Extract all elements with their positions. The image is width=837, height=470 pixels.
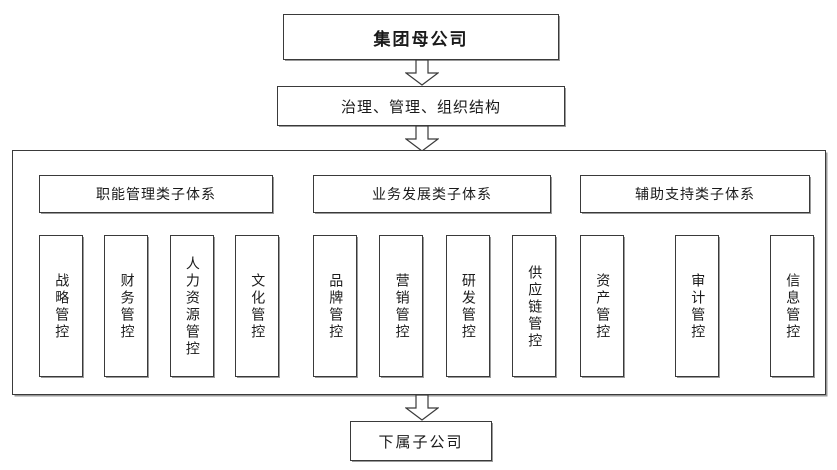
group-functional-management-items: 战略管控 财务管控 人力资源管控 文化管控 bbox=[39, 235, 279, 377]
group-auxiliary-support-header: 辅助支持类子体系 bbox=[580, 175, 810, 213]
item-box: 供应链管控 bbox=[511, 235, 556, 377]
item-box: 财务管控 bbox=[104, 235, 149, 377]
group-header-label: 辅助支持类子体系 bbox=[635, 187, 755, 203]
item-box: 研发管控 bbox=[445, 235, 490, 377]
item-box: 品牌管控 bbox=[313, 235, 357, 377]
item-label: 信息管控 bbox=[784, 273, 801, 341]
item-label: 资产管控 bbox=[594, 273, 611, 341]
item-box: 营销管控 bbox=[379, 235, 424, 377]
item-label: 品牌管控 bbox=[327, 273, 344, 341]
item-box: 信息管控 bbox=[770, 235, 814, 377]
group-functional-management-header: 职能管理类子体系 bbox=[39, 175, 273, 213]
item-box: 文化管控 bbox=[234, 235, 279, 377]
item-label: 研发管控 bbox=[459, 273, 476, 341]
item-label: 财务管控 bbox=[118, 273, 135, 341]
node-governance-management-structure: 治理、管理、组织结构 bbox=[277, 86, 565, 126]
node-subsidiary-company: 下属子公司 bbox=[350, 421, 492, 461]
group-business-development-header: 业务发展类子体系 bbox=[313, 175, 551, 213]
down-block-arrow-icon-3 bbox=[405, 395, 439, 421]
item-label: 人力资源管控 bbox=[183, 256, 200, 358]
down-block-arrow-icon-2 bbox=[405, 126, 439, 152]
item-box: 审计管控 bbox=[675, 235, 719, 377]
item-box: 资产管控 bbox=[580, 235, 624, 377]
node-group-parent-company-label: 集团母公司 bbox=[373, 29, 469, 50]
item-box: 人力资源管控 bbox=[169, 235, 214, 377]
item-label: 审计管控 bbox=[689, 273, 706, 341]
item-label: 供应链管控 bbox=[526, 264, 543, 350]
group-auxiliary-support: 辅助支持类子体系 资产管控 审计管控 信息管控 bbox=[580, 151, 822, 394]
item-label: 战略管控 bbox=[53, 273, 70, 341]
group-auxiliary-support-items: 资产管控 审计管控 信息管控 bbox=[580, 235, 814, 377]
node-governance-management-structure-label: 治理、管理、组织结构 bbox=[340, 97, 501, 116]
group-header-label: 职能管理类子体系 bbox=[96, 187, 216, 203]
down-block-arrow-icon-1 bbox=[405, 60, 439, 86]
item-box: 战略管控 bbox=[39, 235, 83, 377]
group-business-development-items: 品牌管控 营销管控 研发管控 供应链管控 bbox=[313, 235, 556, 377]
item-label: 营销管控 bbox=[393, 273, 410, 341]
node-subsidiary-company-label: 下属子公司 bbox=[378, 432, 464, 451]
item-label: 文化管控 bbox=[249, 273, 266, 341]
node-group-parent-company: 集团母公司 bbox=[283, 14, 559, 60]
group-header-label: 业务发展类子体系 bbox=[372, 187, 492, 203]
subsystem-container: 职能管理类子体系 战略管控 财务管控 人力资源管控 文化管控 业务发展类子体系 bbox=[12, 150, 826, 395]
group-functional-management: 职能管理类子体系 战略管控 财务管控 人力资源管控 文化管控 bbox=[39, 151, 289, 394]
group-business-development: 业务发展类子体系 品牌管控 营销管控 研发管控 供应链管控 bbox=[313, 151, 563, 394]
